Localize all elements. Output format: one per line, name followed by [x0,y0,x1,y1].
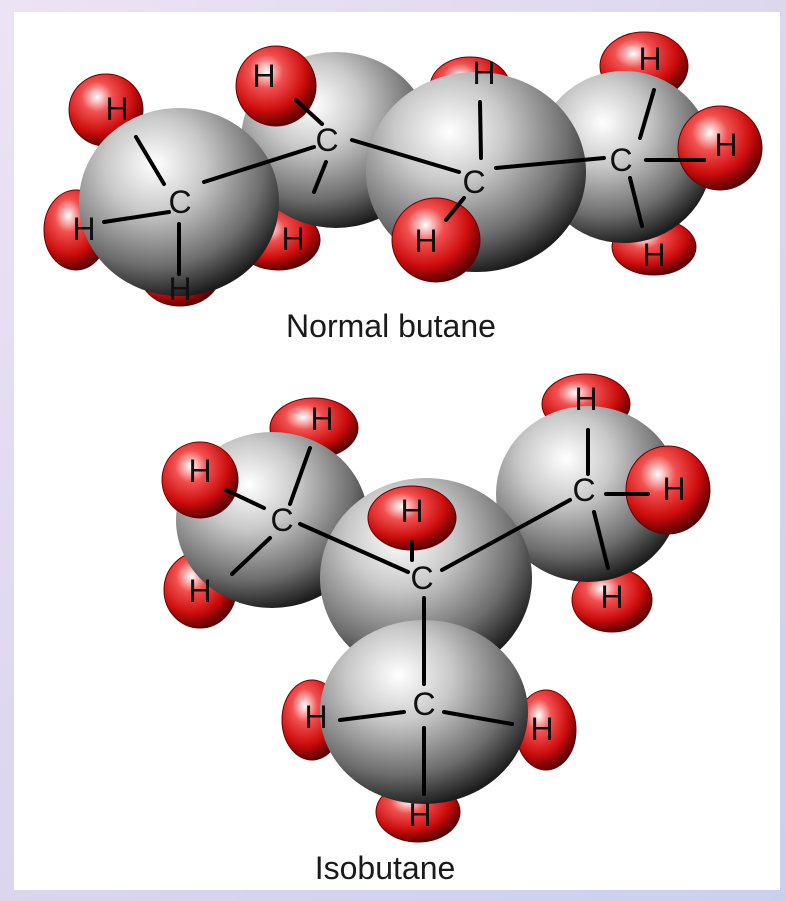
n-h-c3-front [391,197,481,283]
i-h-c1-front [161,441,239,519]
hydrogen-label: H [642,237,665,273]
bond-line [592,510,610,570]
i-h-c4-front [625,445,711,535]
hydrogen-label: H [304,699,327,735]
hydrogen-label: H [105,91,128,127]
hydrogen-label: H [188,573,211,609]
n-carbon-1 [79,108,279,296]
hydrogen-label: H [400,493,423,529]
bond-line [444,196,466,222]
bond-line [628,176,644,228]
hydrogen-label: H [310,401,333,437]
n-h-c2-top [235,45,317,127]
hydrogen-label: H [252,58,275,94]
bond-line [350,138,461,174]
hydrogen-label: H [638,41,661,77]
bond-line [442,710,514,726]
bond-line [102,210,171,224]
carbon-label: C [315,122,338,158]
hydrogen-label: H [714,127,737,163]
i-carbon-2 [320,620,528,804]
bond-line [494,156,606,170]
bond-line [288,446,312,506]
bond-line [312,160,328,194]
bond-line [638,88,656,140]
carbon-label: C [270,502,293,538]
bond-line [202,145,316,184]
carbon-label: C [462,164,485,200]
bond-line [134,135,166,186]
bond-line [478,100,483,160]
bond-line [338,710,406,722]
bond-line [298,522,410,574]
hydrogen-label: H [281,221,304,257]
bond-line [440,498,572,572]
hydrogen-label: H [574,381,597,417]
caption-normal-butane: Normal butane [286,308,496,344]
caption-isobutane: Isobutane [314,850,456,886]
hydrogen-label: H [472,55,495,91]
bond-line [224,488,266,510]
i-carbon-3 [496,406,680,582]
carbon-label: C [609,142,632,178]
hydrogen-label: H [188,453,211,489]
carbon-label: C [412,686,435,722]
bond-line [230,536,272,576]
hydrogen-label: H [168,271,191,307]
carbon-label: C [168,184,191,220]
hydrogen-label: H [72,211,95,247]
carbon-label: C [410,560,433,596]
hydrogen-label: H [414,223,437,259]
bond-line [294,98,324,126]
hydrogen-label: H [530,711,553,747]
hydrogen-label: H [408,797,431,833]
n-h-c4-front [677,105,763,191]
carbon-label: C [572,472,595,508]
hydrogen-label: H [662,471,685,507]
hydrogen-label: H [600,579,623,615]
